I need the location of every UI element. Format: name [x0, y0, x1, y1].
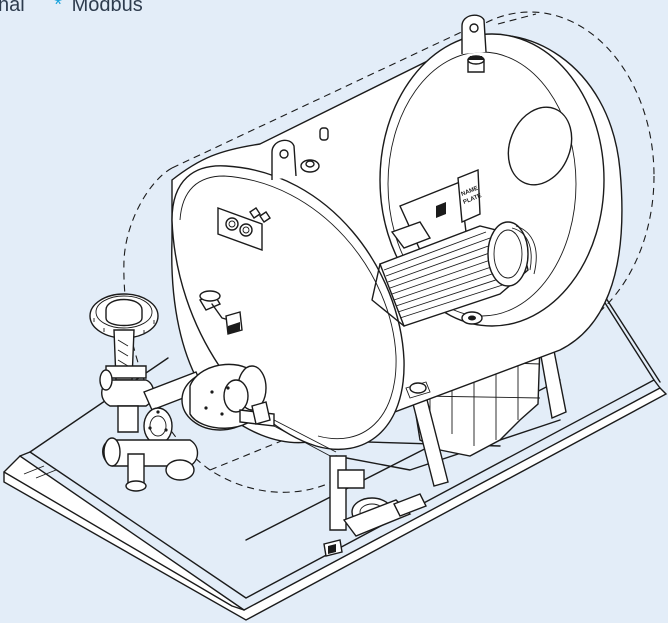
nameplate-bracket: NAME PLATE: [390, 168, 483, 251]
header-fragment-label: nal: [0, 0, 25, 16]
header-text: nal * Modbus: [0, 0, 143, 17]
lifting-lugs: [271, 14, 487, 180]
sight-valve-assembly: [198, 290, 243, 335]
drain-fitting: [461, 311, 483, 325]
heating-element-bundle: [371, 221, 537, 327]
control-valve: [89, 293, 159, 433]
asterisk-icon: *: [54, 0, 63, 16]
modbus-label: Modbus: [71, 0, 143, 16]
piping-and-flanges: [102, 363, 431, 557]
control-panel-plate: [217, 207, 271, 251]
